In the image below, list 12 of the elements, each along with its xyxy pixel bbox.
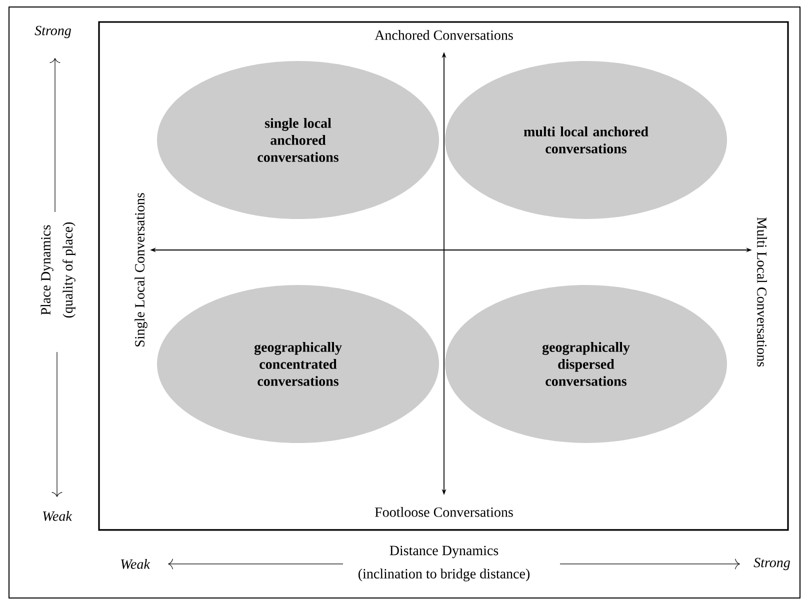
scale-label: Weak [43,511,72,521]
axis-label: Footloose Conversations [375,507,513,517]
axis-subtitle: (inclination to bridge distance) [358,568,530,582]
scale-label: Strong [754,558,790,570]
axis-subtitle: (quality of place) [62,222,76,318]
scale-label: Strong [34,26,71,38]
axis-label: Multi Local Conversations [757,217,767,367]
axis-title: Distance Dynamics [390,546,498,558]
axis-label: Single Local Conversations [134,193,148,346]
scale-label: Weak [121,559,150,569]
axis-title: Place Dynamics [40,225,54,315]
axis-label: Anchored Conversations [374,30,513,40]
